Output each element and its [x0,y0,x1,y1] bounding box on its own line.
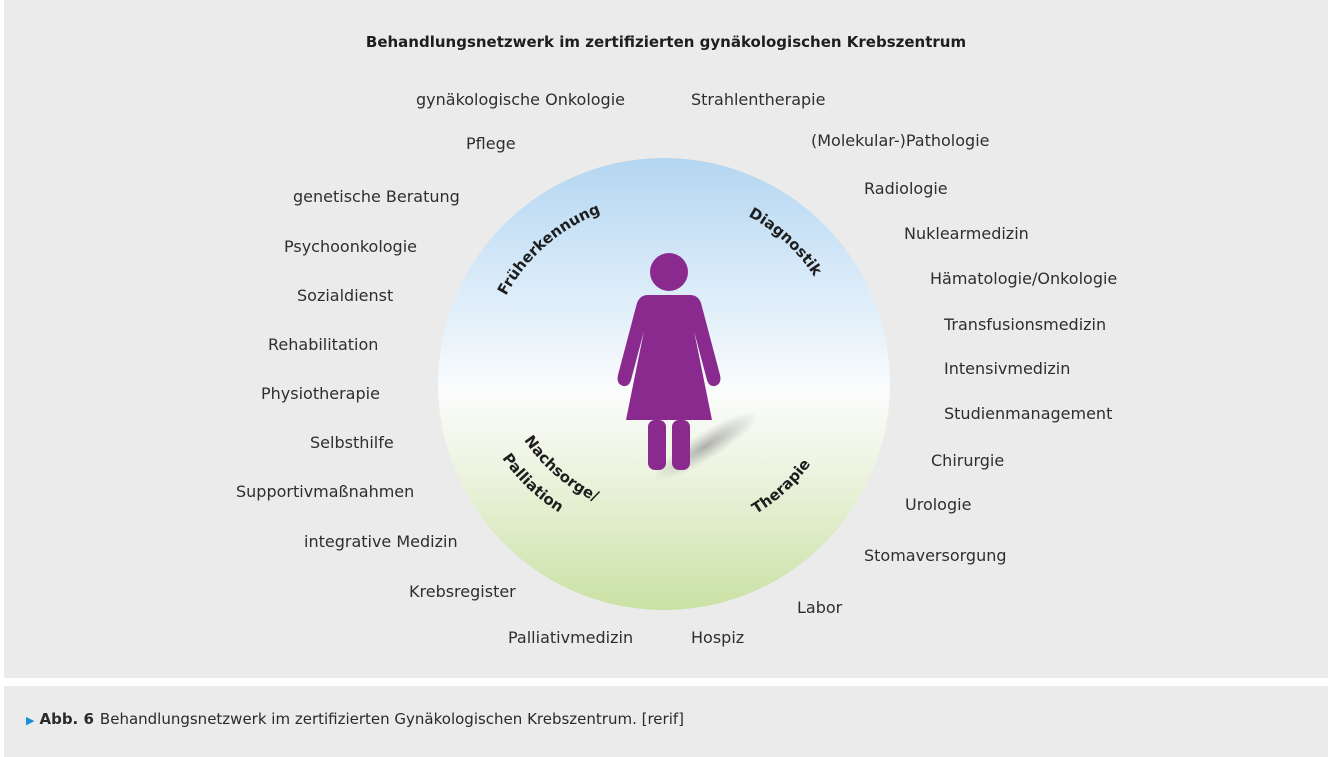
figure-caption: ▶ Abb. 6 Behandlungsnetzwerk im zertifizie… [26,710,684,728]
label-radiologie: Radiologie [864,179,948,198]
label-physiotherapie: Physiotherapie [261,384,380,403]
label-nuklearmedizin: Nuklearmedizin [904,224,1029,243]
label-psychoonkologie: Psychoonkologie [284,237,417,256]
label-chirurgie: Chirurgie [931,451,1005,470]
label-selbsthilfe: Selbsthilfe [310,433,394,452]
label-molekularpathologie: (Molekular-)Pathologie [811,131,990,150]
triangle-marker-icon: ▶ [26,714,35,727]
label-intensivmedizin: Intensivmedizin [944,359,1071,378]
label-hospiz: Hospiz [691,628,745,647]
figure-panel: Früherkennung Diagnostik Nachsorge/ Pall… [4,0,1328,678]
label-palliativmedizin: Palliativmedizin [508,628,634,647]
caption-figure-number: Abb. 6 [39,710,94,728]
label-krebsregister: Krebsregister [409,582,516,601]
label-strahlentherapie: Strahlentherapie [691,90,826,109]
woman-figure-icon [617,253,721,470]
label-stomaversorgung: Stomaversorgung [864,546,1007,565]
label-pflege: Pflege [466,134,516,153]
network-circle: Früherkennung Diagnostik Nachsorge/ Pall… [438,158,890,610]
label-transfusionsmedizin: Transfusionsmedizin [944,315,1107,334]
label-integrative-medizin: integrative Medizin [304,532,458,551]
label-studienmanagement: Studienmanagement [944,404,1113,423]
label-sozialdienst: Sozialdienst [297,286,394,305]
label-urologie: Urologie [905,495,972,514]
label-supportivmassnahmen: Supportivmaßnahmen [236,482,415,501]
label-rehabilitation: Rehabilitation [268,335,379,354]
caption-panel: ▶ Abb. 6 Behandlungsnetzwerk im zertifizie… [4,686,1328,757]
label-gyn-onkologie: gynäkologische Onkologie [416,90,625,109]
label-haematologie: Hämatologie/Onkologie [930,269,1118,288]
caption-text: Behandlungsnetzwerk im zertifizierten Gy… [99,710,684,728]
diagram-title: Behandlungsnetzwerk im zertifizierten gy… [365,33,967,51]
label-labor: Labor [797,598,843,617]
label-genetische-beratung: genetische Beratung [293,187,460,206]
